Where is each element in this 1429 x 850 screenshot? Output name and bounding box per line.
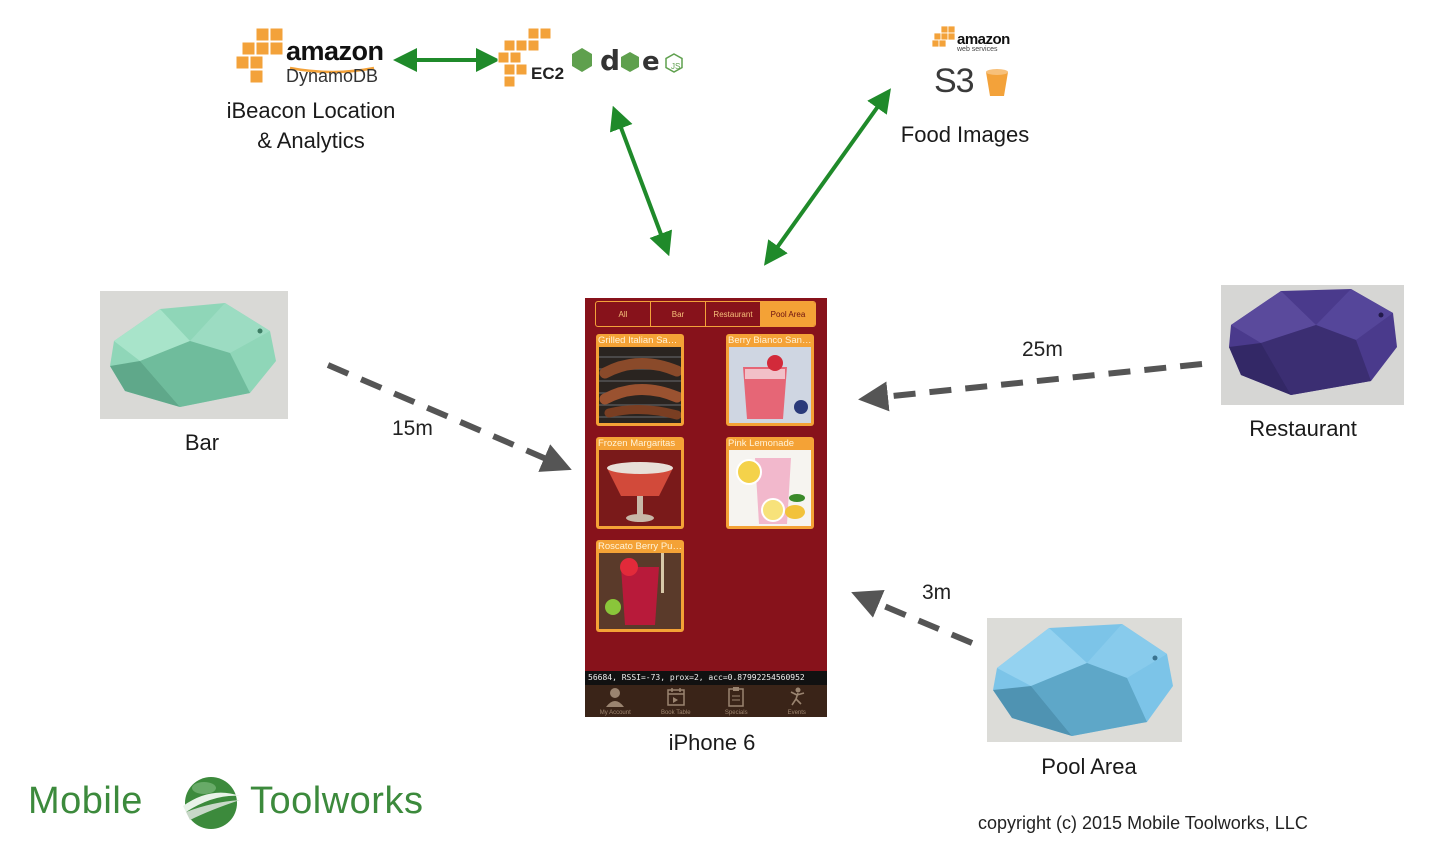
menu-item-title: Pink Lemonade [728, 438, 795, 449]
dynamodb-caption-line1: iBeacon Location [226, 98, 396, 123]
dancer-icon [790, 687, 804, 706]
dynamodb-caption-line2: & Analytics [257, 128, 365, 153]
ec2-cubes-icon [497, 28, 552, 88]
tab-events[interactable]: Events [767, 685, 828, 717]
menu-item-tile[interactable]: Pink Lemonade [726, 437, 814, 529]
menu-item-tile[interactable]: Roscato Berry Punch [596, 540, 684, 632]
menu-item-tile[interactable]: Frozen Margaritas [596, 437, 684, 529]
logo-word-toolworks: Toolworks [250, 780, 424, 822]
s3-phone-arrow [764, 88, 891, 266]
menu-item-title: Roscato Berry Punch [598, 541, 682, 552]
node-js-badge: JS [671, 62, 681, 71]
aws-cubes-icon [236, 28, 284, 84]
sangria-image [729, 347, 811, 423]
restaurant-distance: 25m [1022, 338, 1063, 361]
tab-label: My Account [599, 710, 631, 716]
s3-brand: amazon [957, 31, 1010, 48]
segment-bar[interactable]: Bar [651, 302, 706, 326]
ec2-node-logo: EC2 d e node JS [496, 28, 691, 88]
restaurant-label: Restaurant [1249, 416, 1357, 441]
menu-item-tile[interactable]: Grilled Italian Sausage [596, 334, 684, 426]
menu-item-title: Grilled Italian Sausage [598, 335, 682, 346]
tab-my-account[interactable]: My Account [585, 685, 646, 717]
person-icon [606, 688, 625, 707]
s3-bucket-icon [986, 69, 1008, 96]
tab-bar: My Account Book Table Specials Events [585, 685, 827, 717]
pool-beacon [987, 618, 1182, 742]
logo-word-mobile: Mobile [28, 780, 143, 822]
lemonade-image [729, 450, 811, 526]
ec2-phone-arrow [609, 105, 673, 257]
dynamodb-brand: amazon [286, 36, 384, 66]
tab-label: Specials [724, 710, 748, 716]
bar-beacon [100, 291, 288, 419]
blue-beacon-image [993, 624, 1173, 736]
svg-text:d: d [600, 44, 620, 77]
menu-item-title: Berry Bianco Sangria [728, 335, 812, 346]
purple-beacon-image [1229, 289, 1397, 395]
copyright-text: copyright (c) 2015 Mobile Toolworks, LLC [978, 813, 1308, 833]
menu-item-tile[interactable]: Berry Bianco Sangria [726, 334, 814, 426]
calendar-icon [667, 688, 685, 706]
ec2-label: EC2 [531, 64, 565, 83]
sausage-image [599, 347, 681, 423]
s3-brand-sub: web services [957, 46, 998, 53]
phone-caption: iPhone 6 [668, 730, 756, 755]
iphone-screen: All Bar Restaurant Pool Area Grilled Ita… [585, 298, 827, 717]
restaurant-beacon-signal [858, 361, 1203, 412]
roscato-image [599, 553, 681, 629]
amazon-smile-icon [289, 66, 375, 74]
globe-swoosh-icon [183, 777, 240, 829]
segment-all[interactable]: All [596, 302, 651, 326]
pool-distance: 3m [922, 581, 952, 604]
s3-caption: Food Images [900, 122, 1030, 147]
tab-label: Events [787, 710, 806, 716]
mobile-toolworks-logo: Mobile Toolworks [28, 770, 508, 836]
dynamodb-logo: amazon DynamoDB [236, 28, 396, 88]
pool-beacon-signal [851, 589, 974, 646]
nodejs-icon: d e [572, 44, 683, 77]
pool-label: Pool Area [1041, 754, 1137, 779]
restaurant-beacon [1221, 285, 1404, 405]
svg-text:e: e [642, 47, 660, 77]
segment-restaurant[interactable]: Restaurant [706, 302, 761, 326]
clipboard-icon [728, 687, 744, 707]
bar-beacon-signal [326, 362, 572, 472]
mint-beacon-image [110, 303, 276, 407]
aws-small-cubes-icon [932, 26, 956, 48]
bar-distance: 15m [392, 417, 433, 440]
margarita-image [599, 450, 681, 526]
tab-specials[interactable]: Specials [706, 685, 767, 717]
s3-product: S3 [934, 62, 975, 100]
tab-book-table[interactable]: Book Table [646, 685, 707, 717]
menu-item-title: Frozen Margaritas [598, 438, 676, 449]
bar-label: Bar [184, 430, 220, 455]
s3-logo: amazon web services S3 [932, 26, 1022, 102]
dynamodb-product: DynamoDB [286, 66, 379, 86]
segment-pool-area[interactable]: Pool Area [761, 302, 815, 326]
location-segmented-control: All Bar Restaurant Pool Area [595, 301, 816, 327]
beacon-debug-readout: 56684, RSSI=-73, prox=2, acc=0.879922545… [585, 671, 827, 685]
tab-label: Book Table [660, 710, 691, 716]
